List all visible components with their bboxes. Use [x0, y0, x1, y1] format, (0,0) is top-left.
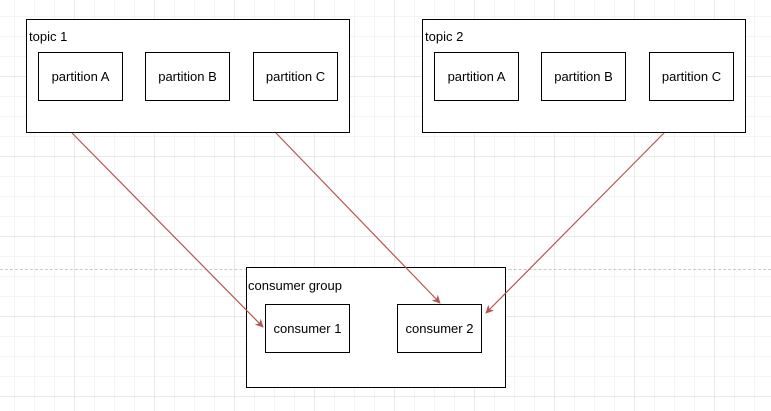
- consumer-group-label: consumer group: [248, 278, 342, 293]
- topic-2-partition-c[interactable]: partition C: [649, 52, 734, 101]
- edge-topic-2-to-consumer-2[interactable]: [485, 132, 665, 314]
- consumer-1-box[interactable]: consumer 1: [265, 304, 350, 353]
- topic-2-partition-a[interactable]: partition A: [434, 52, 519, 101]
- consumer-2-box[interactable]: consumer 2: [397, 304, 482, 353]
- topic-1-partition-b[interactable]: partition B: [145, 52, 230, 101]
- edge-topic-1-to-consumer-1[interactable]: [71, 132, 264, 328]
- topic-2-label: topic 2: [425, 29, 464, 44]
- topic-2-container[interactable]: topic 2 partition A partition B partitio…: [422, 19, 746, 133]
- topic-2-partition-b[interactable]: partition B: [541, 52, 626, 101]
- topic-1-container[interactable]: topic 1 partition A partition B partitio…: [26, 19, 350, 133]
- consumer-group-container[interactable]: consumer group consumer 1 consumer 2: [246, 267, 506, 388]
- topic-1-partition-a[interactable]: partition A: [38, 52, 123, 101]
- topic-1-label: topic 1: [29, 29, 68, 44]
- topic-1-partition-c[interactable]: partition C: [253, 52, 338, 101]
